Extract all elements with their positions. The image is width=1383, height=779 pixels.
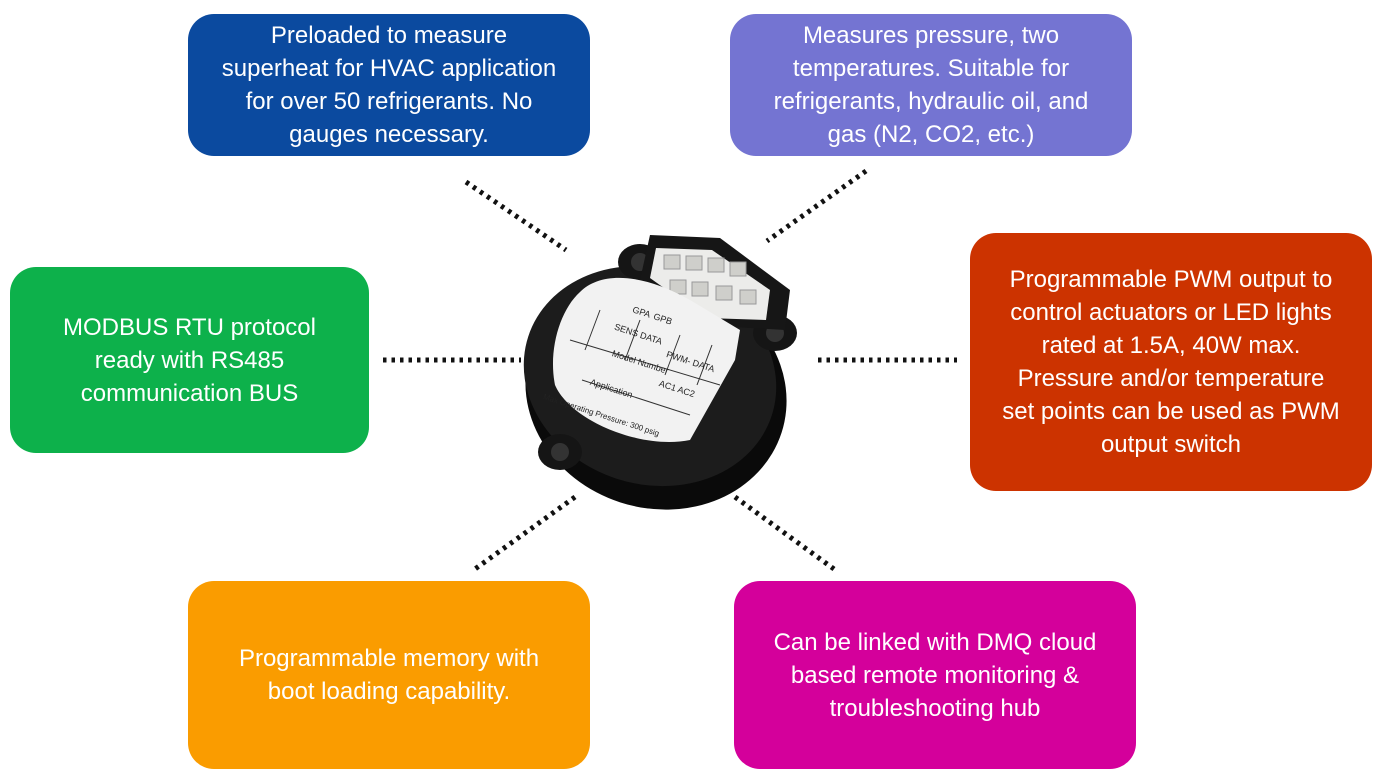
callout-line: communication BUS	[80, 379, 299, 407]
callout-line: set points can be used as PWM	[1002, 398, 1340, 425]
callout-programmable-memory: Programmable memory with boot loading ca…	[188, 581, 590, 769]
callout-line: Measures pressure, two	[802, 22, 1060, 49]
callout-modbus: MODBUS RTU protocol ready with RS485 com…	[10, 267, 369, 453]
callout-line: gas (N2, CO2, etc.)	[827, 121, 1035, 148]
callout-line: Preloaded to measure	[270, 22, 508, 49]
connector-top-left	[464, 179, 568, 253]
callout-dmq-cloud: Can be linked with DMQ cloud based remot…	[734, 581, 1136, 769]
callout-line: Can be linked with DMQ cloud	[773, 628, 1097, 656]
callout-line: Programmable PWM output to	[1009, 266, 1333, 293]
callout-line: Pressure and/or temperature	[1017, 365, 1325, 392]
callout-pwm-output: Programmable PWM output to control actua…	[970, 233, 1372, 491]
callout-line: refrigerants, hydraulic oil, and	[773, 88, 1089, 115]
callout-line: temperatures. Suitable for	[792, 55, 1070, 82]
callout-line: gauges necessary.	[289, 121, 489, 148]
connector-top-right	[765, 168, 868, 244]
callout-line: boot loading capability.	[267, 678, 511, 705]
callout-line: superheat for HVAC application	[221, 55, 557, 82]
callout-line: for over 50 refrigerants. No	[245, 88, 533, 115]
callout-line: troubleshooting hub	[829, 694, 1041, 722]
callout-superheat: Preloaded to measure superheat for HVAC …	[188, 14, 590, 156]
callout-line: MODBUS RTU protocol	[63, 313, 316, 341]
callout-line: based remote monitoring &	[790, 661, 1080, 689]
callout-line: rated at 1.5A, 40W max.	[1041, 332, 1301, 359]
callout-line: Programmable memory with	[238, 645, 540, 672]
callout-line: control actuators or LED lights	[1010, 299, 1332, 326]
callout-line: ready with RS485	[94, 346, 285, 374]
connector-bottom-right	[733, 494, 836, 572]
callout-line: output switch	[1100, 431, 1242, 458]
callout-measures-pressure: Measures pressure, two temperatures. Sui…	[730, 14, 1132, 156]
connector-bottom-left	[473, 494, 577, 572]
